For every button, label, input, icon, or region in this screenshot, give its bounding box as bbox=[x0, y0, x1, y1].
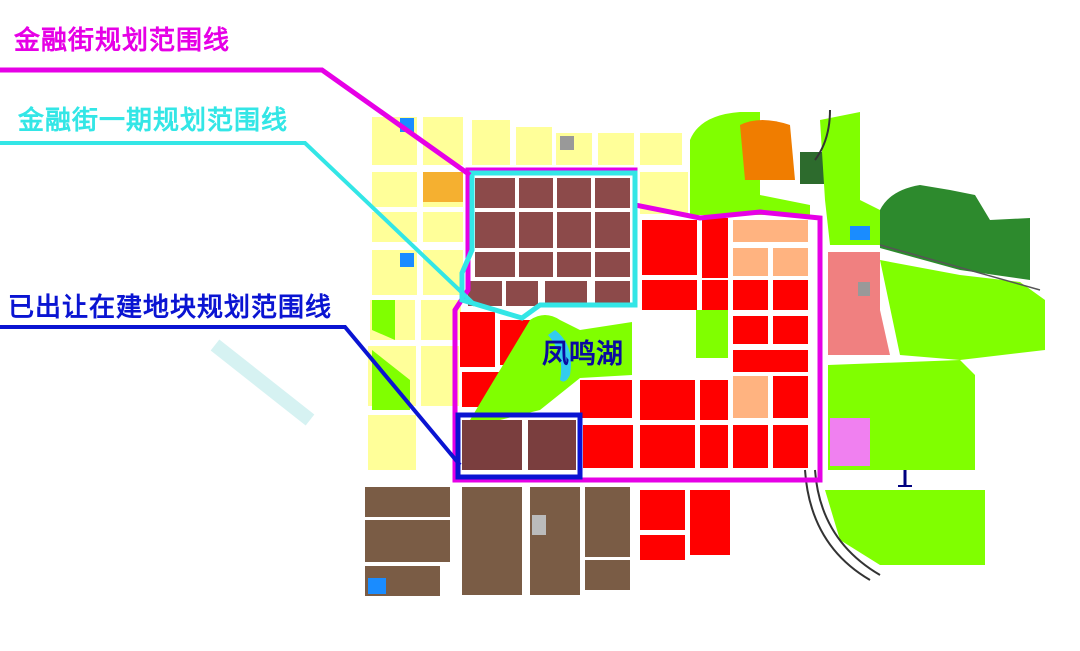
green-park bbox=[470, 315, 632, 420]
phase1-boundary-outline bbox=[459, 170, 638, 321]
magenta-block bbox=[830, 418, 870, 466]
orange-block bbox=[423, 172, 463, 202]
lake bbox=[548, 330, 571, 382]
sold-leader-line bbox=[0, 325, 462, 467]
sold-boundary-label: 已出让在建地块规划范围线 bbox=[8, 293, 333, 323]
green-strip bbox=[372, 300, 395, 340]
rail-line bbox=[879, 244, 1041, 291]
curved-road bbox=[814, 469, 881, 576]
green-area-southeast-2 bbox=[825, 490, 985, 565]
orange-area bbox=[740, 120, 795, 180]
commercial-central bbox=[460, 218, 808, 560]
sold-boundary-outline bbox=[455, 412, 583, 480]
brown-blocks bbox=[365, 487, 630, 596]
phase1-leader-line bbox=[0, 141, 477, 307]
sold-plot bbox=[462, 420, 522, 470]
phase1-boundary-label: 金融街一期规划范围线 bbox=[18, 106, 289, 136]
finance-boundary-label: 金融街规划范围线 bbox=[14, 26, 231, 56]
blue-marker bbox=[368, 578, 386, 594]
sold-plot bbox=[528, 420, 576, 470]
finance-phase1-blocks bbox=[468, 178, 630, 306]
blue-marker bbox=[400, 253, 414, 267]
green-area-northeast bbox=[820, 112, 880, 245]
green-strip-diagonal bbox=[696, 310, 728, 358]
residential-north bbox=[472, 120, 688, 214]
curved-road bbox=[804, 469, 871, 581]
gray-marker bbox=[532, 515, 546, 535]
pink-area bbox=[828, 252, 890, 355]
green-area-east bbox=[880, 260, 1045, 360]
faded-line bbox=[210, 339, 315, 426]
finance-leader-line bbox=[0, 67, 472, 178]
curved-road bbox=[814, 109, 831, 161]
blue-marker bbox=[850, 226, 870, 240]
gray-marker bbox=[560, 136, 574, 150]
commercial-light bbox=[733, 220, 808, 418]
lake-label: 凤鸣湖 bbox=[542, 339, 623, 370]
gray-marker bbox=[858, 282, 870, 296]
